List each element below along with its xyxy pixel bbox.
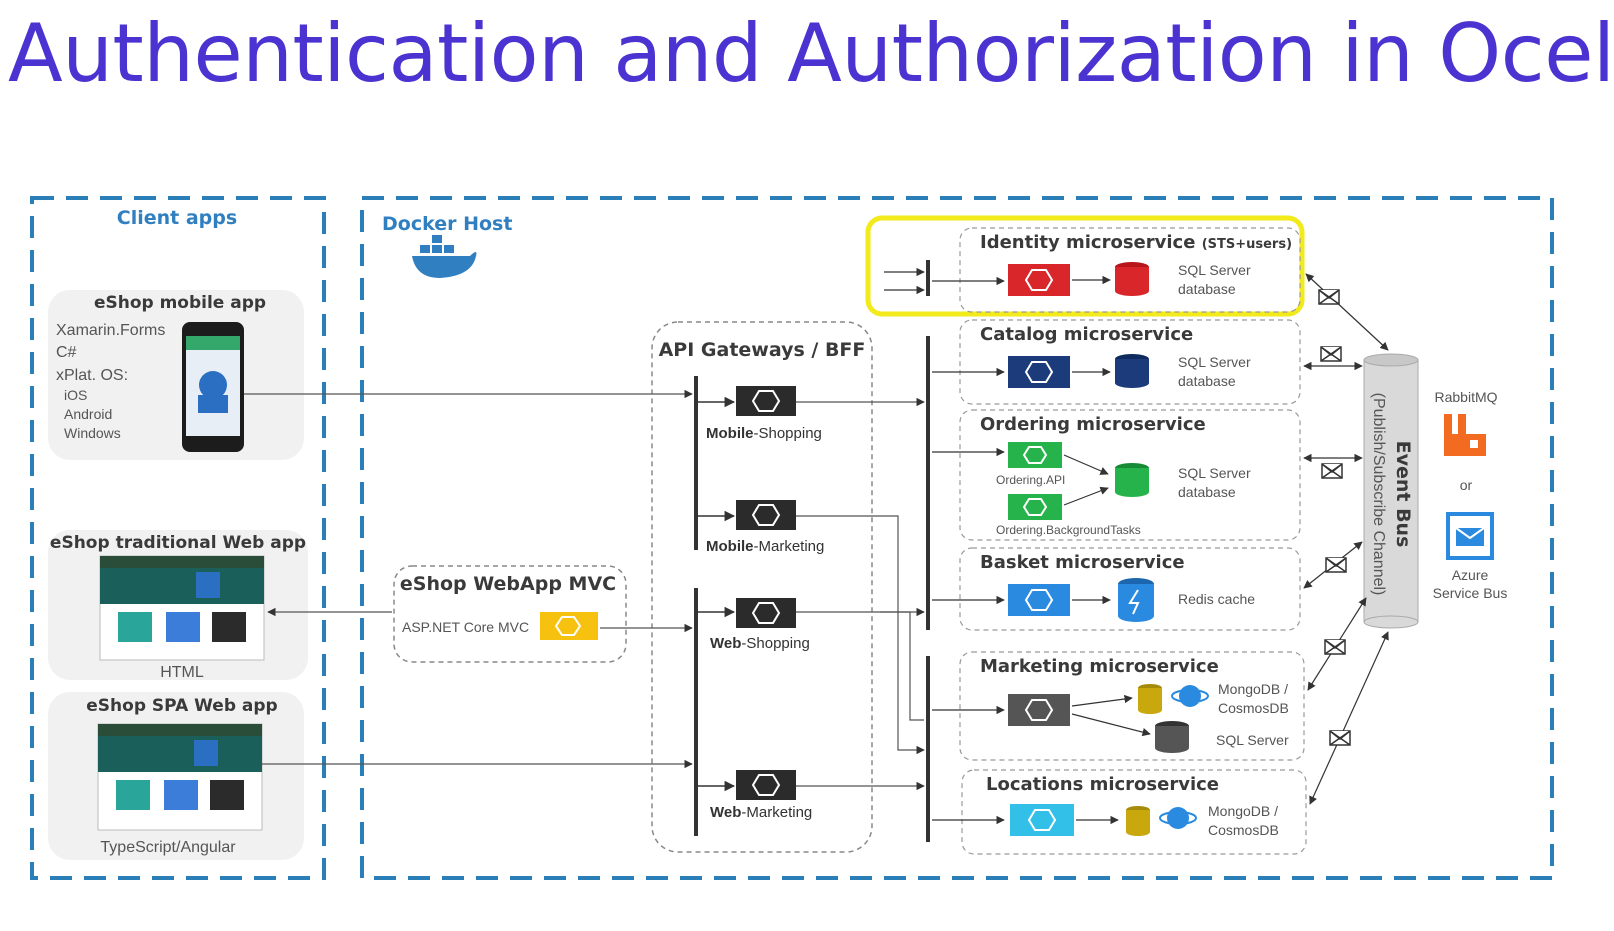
gateway-web-shopping: Web-Shopping [696,598,810,652]
marketing-title: Marketing microservice [980,656,1219,677]
gateway-label-bold: Mobile [706,425,754,442]
database-icon [1115,463,1149,497]
mobile-line: C# [56,344,77,361]
rabbitmq-icon [1444,414,1486,456]
cosmosdb-icon [1171,685,1209,707]
database-icon [1155,721,1189,753]
basket-title: Basket microservice [980,552,1185,573]
locations-db-label: CosmosDB [1208,822,1279,838]
webapp-mvc-box [393,565,627,663]
svg-text:Web-Shopping: Web-Shopping [710,635,810,652]
event-bus-title: Event Bus [1392,441,1414,548]
catalog-title: Catalog microservice [980,324,1193,345]
client-apps-label: Client apps [117,207,237,229]
ordering-api-container-icon [1008,442,1062,468]
spa-app-caption: TypeScript/Angular [100,839,236,856]
svg-text:Mobile-Marketing: Mobile-Marketing [706,538,824,555]
database-icon [1115,354,1149,388]
api-gateways-title: API Gateways / BFF [659,339,866,361]
mongodb-icon [1126,806,1150,836]
svg-text:Web-Marketing: Web-Marketing [710,804,812,821]
traditional-app-caption: HTML [160,664,204,681]
mobile-line: iOS [64,387,87,403]
azure-label: Azure [1452,567,1489,583]
mongodb-icon [1138,684,1162,714]
catalog-service-box [959,319,1301,405]
locations-container-icon [1010,804,1074,836]
container-icon [540,612,598,640]
identity-highlight [865,215,1305,317]
locations-db-label: MongoDB / [1208,803,1278,819]
mobile-line: Xamarin.Forms [56,322,165,339]
identity-db-label: SQL Server [1178,262,1251,278]
marketing-sql-label: SQL Server [1216,732,1289,748]
phone-icon [182,322,244,452]
page-title: Authentication and Authorization in Ocel… [8,7,1614,100]
azure-service-bus-icon [1446,512,1494,560]
azure-label: Service Bus [1433,585,1508,601]
gateway-mobile-shopping: Mobile-Shopping [696,386,822,442]
event-bus: Event Bus (Publish/Subscribe Channel) [1363,353,1419,629]
ordering-api-label: Ordering.API [996,473,1065,487]
event-bus-subtitle: (Publish/Subscribe Channel) [1370,393,1387,596]
docker-host-label: Docker Host [382,213,512,235]
catalog-container-icon [1008,356,1070,388]
catalog-db-label: database [1178,373,1236,389]
gateway-label-rest: -Shopping [754,425,822,442]
traditional-app-title: eShop traditional Web app [50,533,306,553]
mobile-line: Android [64,406,112,422]
cosmosdb-icon [1159,807,1197,829]
basket-db-label: Redis cache [1178,591,1255,607]
docker-host-region [360,196,1554,880]
mobile-line: xPlat. OS: [56,367,128,384]
locations-service-box [961,769,1307,855]
gateway-web-marketing: Web-Marketing [696,770,812,821]
basket-service-box [959,547,1301,631]
marketing-service-box [959,651,1305,761]
ordering-db-label: SQL Server [1178,465,1251,481]
webpage-screenshot-icon [99,555,265,661]
identity-db-label: database [1178,281,1236,297]
marketing-db-label: CosmosDB [1218,700,1289,716]
envelope-icon [1318,289,1351,746]
webpage-screenshot-icon [97,723,263,831]
webapp-mvc-title: eShop WebApp MVC [400,573,616,595]
locations-title: Locations microservice [986,774,1219,795]
redis-cache-icon [1118,578,1154,622]
marketing-db-label: MongoDB / [1218,681,1288,697]
docker-whale-icon [412,235,477,278]
identity-title: Identity microservice (STS+users) [980,232,1292,253]
mobile-app-title: eShop mobile app [94,293,266,313]
webapp-mvc-caption: ASP.NET Core MVC [402,619,529,635]
catalog-db-label: SQL Server [1178,354,1251,370]
client-apps-region [30,196,326,880]
identity-container-icon [1008,264,1070,296]
marketing-container-icon [1008,694,1070,726]
api-gateways-box [651,321,873,853]
or-label: or [1460,477,1473,493]
identity-service-box [959,227,1301,313]
mobile-line: Windows [64,425,121,441]
ordering-bg-container-icon [1008,494,1062,520]
database-icon [1115,262,1149,296]
gateway-mobile-marketing: Mobile-Marketing [696,500,824,555]
ordering-service-box [959,409,1301,541]
spa-app-title: eShop SPA Web app [86,696,277,716]
ordering-bg-label: Ordering.BackgroundTasks [996,523,1141,537]
basket-container-icon [1008,584,1070,616]
ordering-db-label: database [1178,484,1236,500]
ordering-title: Ordering microservice [980,414,1206,435]
svg-text:Mobile-Shopping: Mobile-Shopping [706,425,822,442]
rabbitmq-label: RabbitMQ [1434,389,1497,405]
